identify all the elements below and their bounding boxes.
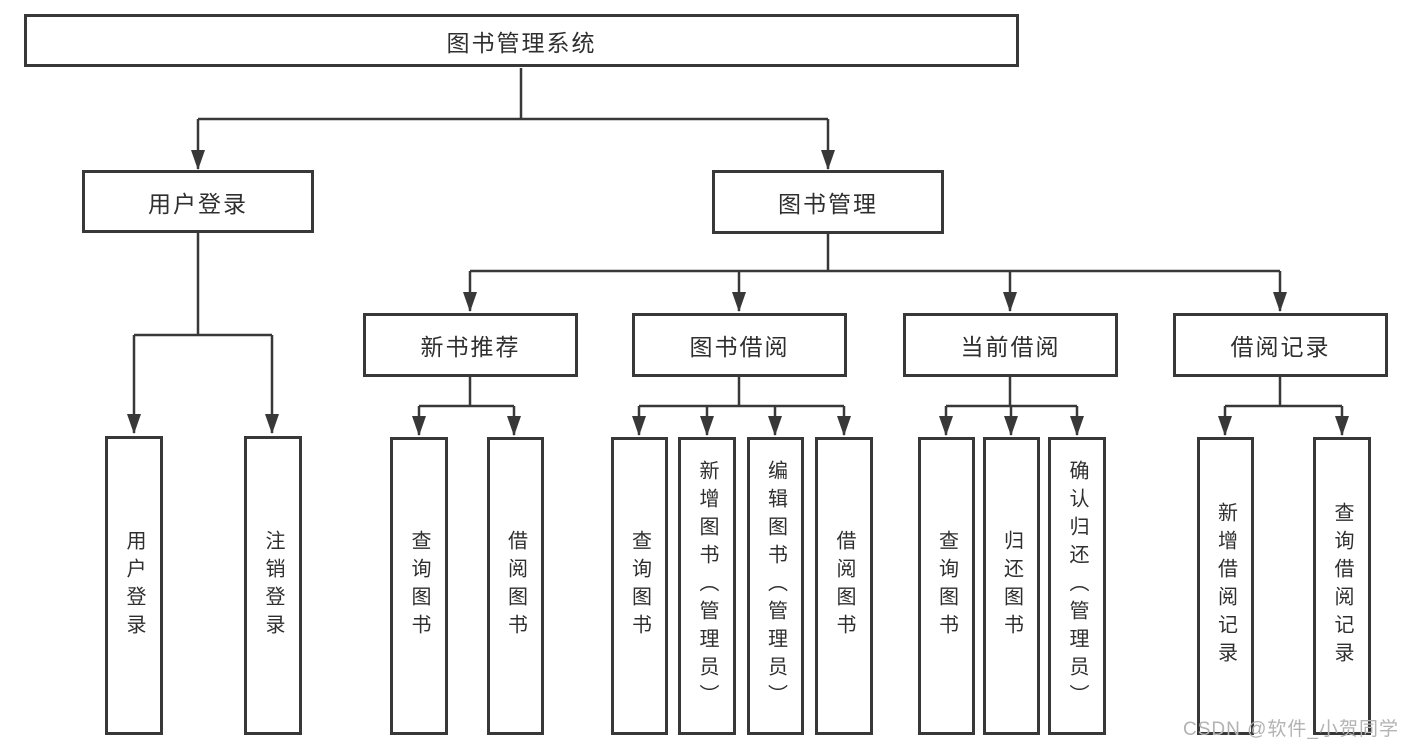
leaf-current-confirm-return-admin: 确认归还（管理员） — [1048, 437, 1106, 735]
leaf-user-login-label: 用户登录 — [123, 529, 145, 642]
node-borrow-records-label: 借阅记录 — [1230, 334, 1331, 360]
leaf-borrow-add-books-admin: 新增图书（管理员） — [678, 437, 736, 735]
csdn-watermark: CSDN @软件_小贺同学 — [1183, 719, 1399, 740]
leaf-records-add-record: 新增借阅记录 — [1197, 437, 1254, 735]
node-current-borrow: 当前借阅 — [903, 313, 1118, 377]
connector-rails — [134, 68, 1342, 408]
leaf-current-query-books: 查询图书 — [918, 437, 975, 735]
node-book-borrow: 图书借阅 — [632, 313, 847, 377]
node-current-borrow-label: 当前借阅 — [960, 334, 1061, 360]
leaf-borrow-edit-books-admin: 编辑图书（管理员） — [747, 437, 804, 735]
leaf-recommend-borrow-books-label: 借阅图书 — [504, 530, 527, 642]
leaf-borrow-add-books-admin-label: 新增图书（管理员） — [696, 460, 718, 712]
leaf-records-add-record-label: 新增借阅记录 — [1214, 502, 1237, 670]
leaf-borrow-borrow-books-label: 借阅图书 — [833, 530, 855, 642]
leaf-recommend-query-books-label: 查询图书 — [408, 530, 430, 642]
node-book-borrow-label: 图书借阅 — [689, 334, 790, 360]
leaf-borrow-borrow-books: 借阅图书 — [815, 437, 873, 735]
node-new-book-recommend-label: 新书推荐 — [420, 334, 521, 360]
leaf-recommend-query-books: 查询图书 — [390, 437, 448, 735]
leaf-borrow-query-books: 查询图书 — [611, 437, 668, 735]
node-book-management: 图书管理 — [712, 170, 944, 234]
node-borrow-records: 借阅记录 — [1173, 313, 1388, 377]
leaf-user-login: 用户登录 — [105, 436, 163, 735]
node-root: 图书管理系统 — [24, 14, 1019, 67]
node-user-login: 用户登录 — [82, 170, 314, 233]
node-user-login-label: 用户登录 — [148, 190, 248, 217]
leaf-current-query-books-label: 查询图书 — [935, 530, 958, 642]
leaf-borrow-edit-books-admin-label: 编辑图书（管理员） — [764, 460, 787, 712]
leaf-records-query-record-label: 查询借阅记录 — [1331, 502, 1353, 670]
leaf-current-return-books-label: 归还图书 — [1000, 530, 1023, 642]
node-new-book-recommend: 新书推荐 — [363, 313, 578, 377]
leaf-borrow-query-books-label: 查询图书 — [628, 530, 651, 642]
node-root-label: 图书管理系统 — [446, 29, 597, 56]
leaf-current-confirm-return-admin-label: 确认归还（管理员） — [1066, 460, 1088, 712]
leaf-logout: 注销登录 — [244, 436, 302, 735]
leaf-records-query-record: 查询借阅记录 — [1313, 437, 1371, 735]
leaf-logout-label: 注销登录 — [262, 529, 284, 642]
leaf-recommend-borrow-books: 借阅图书 — [487, 437, 544, 735]
node-book-management-label: 图书管理 — [778, 191, 878, 217]
leaf-current-return-books: 归还图书 — [983, 437, 1040, 735]
